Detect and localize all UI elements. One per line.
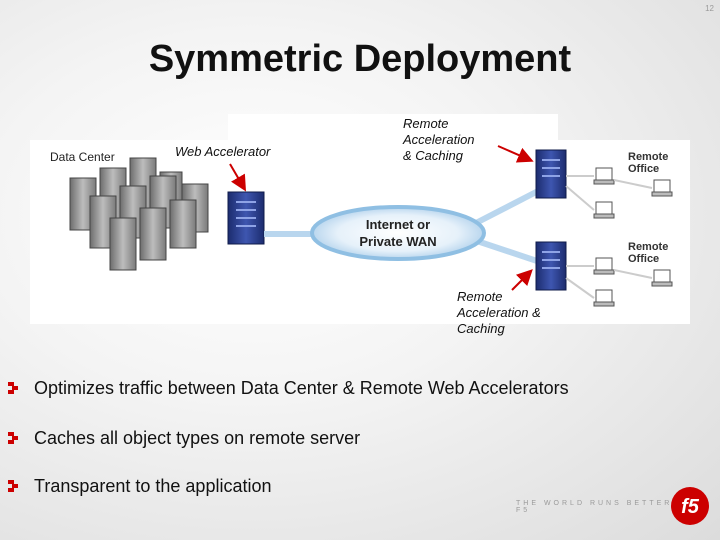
callout-background (228, 114, 558, 144)
callout-remote-top: Remote Acceleration & Caching (403, 116, 475, 164)
slide-title: Symmetric Deployment (148, 38, 572, 80)
callout-remote-bottom: Remote Acceleration & Caching (457, 289, 541, 337)
remote-server-1 (535, 149, 567, 199)
office-2-laptops (593, 257, 673, 307)
callout-remote-bottom-line3: Caching (457, 321, 505, 336)
tagline: THE WORLD RUNS BETTER WITH F5 (516, 500, 708, 514)
f5-logo-text: f5 (681, 496, 700, 518)
bullet-icon (8, 382, 18, 394)
bullet-item: Caches all object types on remote server (8, 426, 708, 450)
remote-server-2 (535, 241, 567, 291)
callout-remote-top-line1: Remote (403, 116, 449, 131)
f5-logo: f5 (671, 487, 709, 525)
bullet-text: Caches all object types on remote server (34, 428, 361, 448)
link-wan-office1 (472, 187, 542, 227)
wan-cloud (310, 205, 486, 261)
link-wan-office2 (473, 237, 541, 265)
bullet-icon (8, 480, 18, 492)
bullet-item: Transparent to the application (8, 474, 708, 498)
data-center-racks (69, 157, 209, 271)
network-label-line2: Private WAN (359, 234, 436, 249)
web-accelerator-server (227, 191, 265, 245)
callout-web-accelerator: Web Accelerator (175, 144, 271, 159)
slide-number: 12 (705, 4, 714, 13)
arrow-web-accelerator (229, 163, 247, 192)
remote-office-2-label-line2: Office (628, 253, 659, 265)
bullet-icon (8, 432, 18, 444)
arrow-remote-bottom (511, 269, 533, 291)
callout-remote-top-line2: Acceleration (403, 132, 475, 147)
bullet-text: Transparent to the application (34, 476, 272, 496)
network-label-line1: Internet or (366, 217, 430, 232)
remote-office-1-label-line2: Office (628, 163, 659, 175)
bullet-text: Optimizes traffic between Data Center & … (34, 378, 569, 398)
callout-remote-bottom-line2: Acceleration & (457, 305, 541, 320)
remote-office-1-label-line1: Remote (628, 151, 668, 163)
bullet-list: Optimizes traffic between Data Center & … (8, 376, 708, 496)
data-center-label: Data Center (50, 150, 115, 164)
arrow-remote-top (497, 145, 534, 163)
callout-remote-bottom-line1: Remote (457, 289, 503, 304)
callout-remote-top-line3: & Caching (403, 148, 463, 163)
office-1-laptops (593, 167, 673, 219)
remote-office-2-label-line1: Remote (628, 241, 668, 253)
bullet-item: Optimizes traffic between Data Center & … (8, 376, 708, 400)
